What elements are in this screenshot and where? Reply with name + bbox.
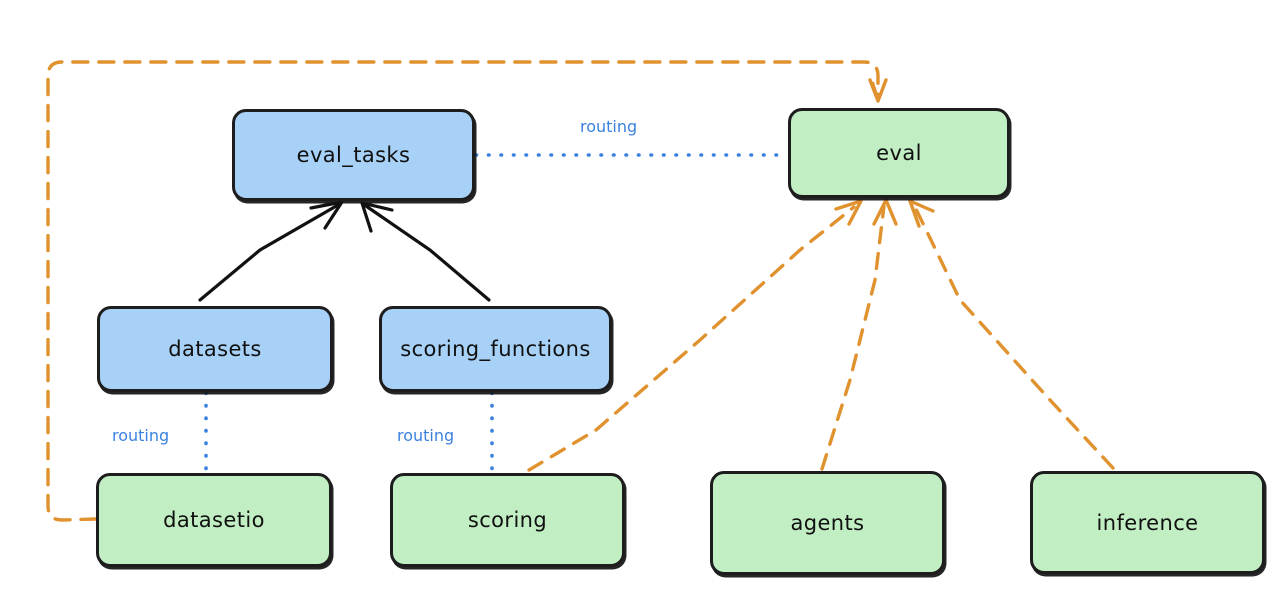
node-eval[interactable]: eval [788, 108, 1010, 198]
edge-agents-eval [820, 198, 898, 471]
node-eval-label: eval [876, 141, 922, 165]
edge-sf-eval-tasks [360, 201, 491, 302]
node-datasets[interactable]: datasets [97, 306, 333, 392]
node-datasets-label: datasets [168, 337, 262, 361]
node-inference[interactable]: inference [1030, 471, 1265, 574]
node-eval-tasks-label: eval_tasks [296, 143, 411, 167]
node-scoring-label: scoring [467, 508, 548, 532]
edge-label-routing-eval-tasks-eval: routing [580, 117, 638, 136]
node-eval-tasks[interactable]: eval_tasks [232, 109, 475, 201]
node-inference-label: inference [1096, 510, 1199, 535]
edge-datasets-eval-tasks [198, 200, 344, 302]
edge-inference-eval [908, 199, 1115, 470]
node-scoring-functions[interactable]: scoring_functions [379, 306, 612, 392]
node-agents[interactable]: agents [710, 471, 945, 575]
node-scoring-functions-label: scoring_functions [400, 337, 591, 361]
edge-label-routing-scoring-functions-scoring: routing [397, 426, 455, 445]
node-scoring[interactable]: scoring [390, 473, 625, 567]
node-datasetio-label: datasetio [163, 508, 265, 532]
node-agents-label: agents [790, 511, 865, 535]
node-datasetio[interactable]: datasetio [96, 473, 332, 567]
edge-scoring-eval [527, 199, 863, 472]
edge-datasetio-eval [46, 60, 888, 522]
edge-label-routing-datasets-datasetio: routing [112, 426, 170, 445]
